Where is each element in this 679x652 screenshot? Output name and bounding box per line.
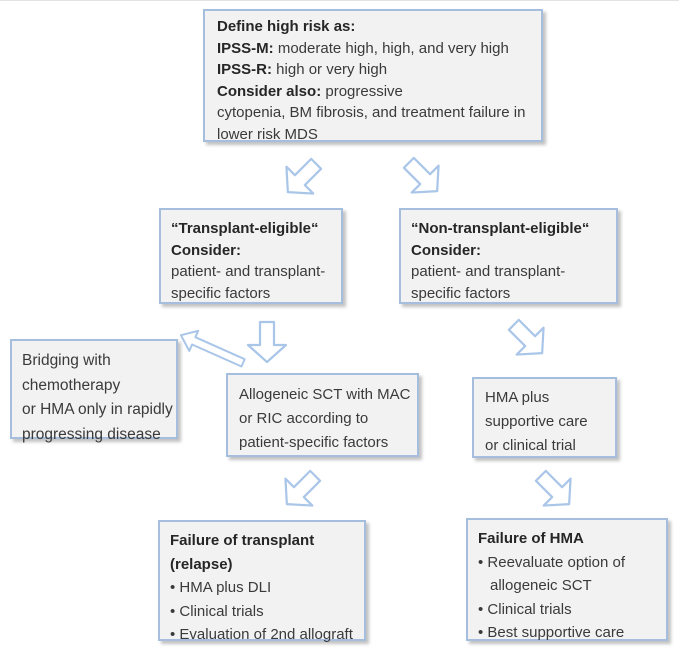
define-heading: Define high risk as: [217,18,356,35]
arrow-left-slender-icon [175,324,249,374]
define-line: IPSS-R: high or very high [217,59,531,81]
allo-line: patient-specific factors [239,434,389,451]
bridging-line: chemotherapy [22,376,121,394]
nte-line: specific factors [411,284,511,302]
failure-transplant-subtitle: (relapse) [170,555,233,573]
non-transplant-eligible-box: “Non-transplant-eligible“ Consider: pati… [399,208,618,304]
arrow-down-right-icon [394,148,452,206]
non-transplant-eligible-title: “Non-transplant-eligible“ [411,220,590,237]
bridging-line: progressing disease [22,425,161,443]
arrow-down-left-icon [272,461,330,519]
bullet-item: • HMA plus DLI [170,579,272,596]
failure-transplant-title: Failure of transplant [170,532,315,549]
define-line: Consider also: progressive [217,81,531,103]
arrow-down-icon [246,320,288,364]
consider-label: Consider: [171,241,242,259]
bullet-item: • Best supportive care [478,624,625,641]
arrow-down-right-icon [499,310,557,368]
allo-line: or RIC according to [239,410,369,427]
bridging-line: Bridging with [22,352,111,369]
arrow-down-right-icon [526,461,584,519]
bullet-item: • Evaluation of 2nd allograft [170,626,353,643]
define-line: lower risk MDS [217,125,318,143]
failure-of-transplant-box: Failure of transplant (relapse) • HMA pl… [158,520,366,643]
define-high-risk-box: Define high risk as: IPSS-M: moderate hi… [203,9,543,143]
failure-hma-title: Failure of HMA [478,530,584,547]
allo-line: Allogeneic SCT with MAC [239,386,411,403]
consider-also-value: progressive [321,82,403,100]
transplant-eligible-title: “Transplant-eligible“ [171,220,319,237]
ipssr-value: high or very high [272,61,388,78]
allogeneic-sct-box: Allogeneic SCT with MAC or RIC according… [226,373,419,457]
bullet-item: • Reevaluate option of allogeneic SCT [478,553,626,595]
bridging-line: or HMA only in rapidly [22,401,173,418]
define-line: IPSS-M: moderate high, high, and very hi… [217,38,531,60]
te-line: patient- and transplant- [171,263,326,280]
nte-line: patient- and transplant- [411,263,566,280]
hma-supportive-care-box: HMA plus supportive care or clinical tri… [472,377,617,458]
failure-of-hma-box: Failure of HMA • Reevaluate option of al… [466,518,668,641]
transplant-eligible-box: “Transplant-eligible“ Consider: patient-… [159,208,343,304]
ipssr-label: IPSS-R: [217,61,273,78]
hma-line: supportive care [485,413,588,430]
hma-line: HMA plus [485,389,550,406]
arrow-down-left-icon [273,149,331,207]
ipssm-value: moderate high, high, and very high [273,39,509,57]
define-line: Define high risk as: [217,16,531,38]
consider-label: Consider: [411,241,482,259]
consider-also-label: Consider also: [217,82,322,100]
bridging-box: Bridging with chemotherapy or HMA only i… [10,339,178,443]
define-line: cytopenia, BM fibrosis, and treatment fa… [217,104,526,121]
hma-line: or clinical trial [485,437,576,454]
bullet-item: • Clinical trials [478,600,572,618]
te-line: specific factors [171,284,271,302]
bullet-item: • Clinical trials [170,602,264,620]
ipssm-label: IPSS-M: [217,39,274,57]
